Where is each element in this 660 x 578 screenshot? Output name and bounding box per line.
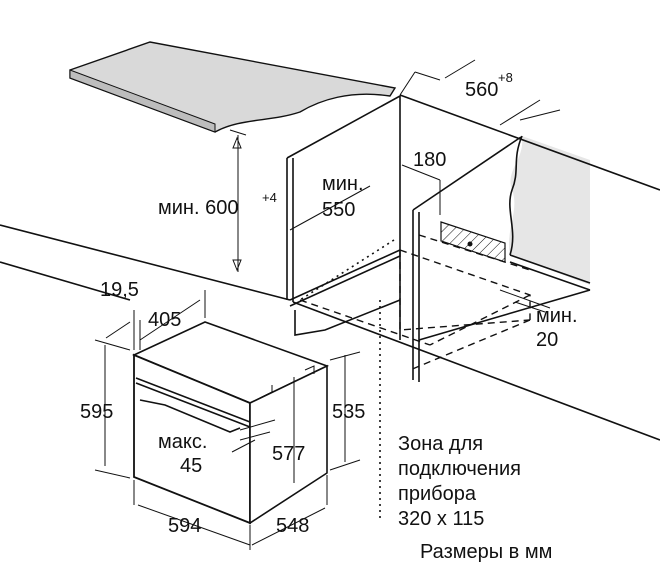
oven-height-label: 595: [80, 401, 113, 423]
min-depth-value: 550: [322, 199, 355, 221]
countertop: [69, 41, 397, 133]
min-height-label: мин. 600: [158, 197, 238, 219]
body-height-label: 535: [332, 401, 365, 423]
handle-max-label: макс.: [158, 431, 207, 453]
connection-zone-line: 320 x 115: [398, 508, 484, 530]
cabinet: [0, 94, 660, 520]
min-height-tolerance: +4: [262, 190, 277, 205]
oven-depth-label: 548: [276, 515, 309, 537]
handle-max-value: 45: [180, 455, 202, 477]
connection-zone-line: прибора: [398, 483, 477, 505]
niche-width-tolerance: +8: [498, 70, 513, 85]
body-width-label: 405: [148, 309, 181, 331]
socket-offset-label: 180: [413, 149, 446, 171]
min-gap-label: мин.: [536, 305, 578, 327]
oven-width-label: 594: [168, 515, 201, 537]
min-gap-value: 20: [536, 329, 558, 351]
connection-zone-line: подключения: [398, 458, 521, 480]
inner-height-label: 577: [272, 443, 305, 465]
connection-zone-note: Зона для подключения прибора 320 x 115: [398, 433, 521, 530]
right-countertop: [399, 94, 660, 291]
oven: [132, 321, 330, 525]
dimension-labels: 560 +8 мин. 600 +4 мин. 550 180 мин. 20 …: [80, 70, 578, 537]
units-note: Размеры в мм: [420, 541, 552, 563]
dimension-lines: [94, 59, 561, 550]
connection-zone-line: Зона для: [398, 433, 483, 455]
front-thickness-label: 19,5: [100, 279, 139, 301]
niche-width-label: 560: [465, 79, 498, 101]
min-depth-label: мин.: [322, 173, 364, 195]
